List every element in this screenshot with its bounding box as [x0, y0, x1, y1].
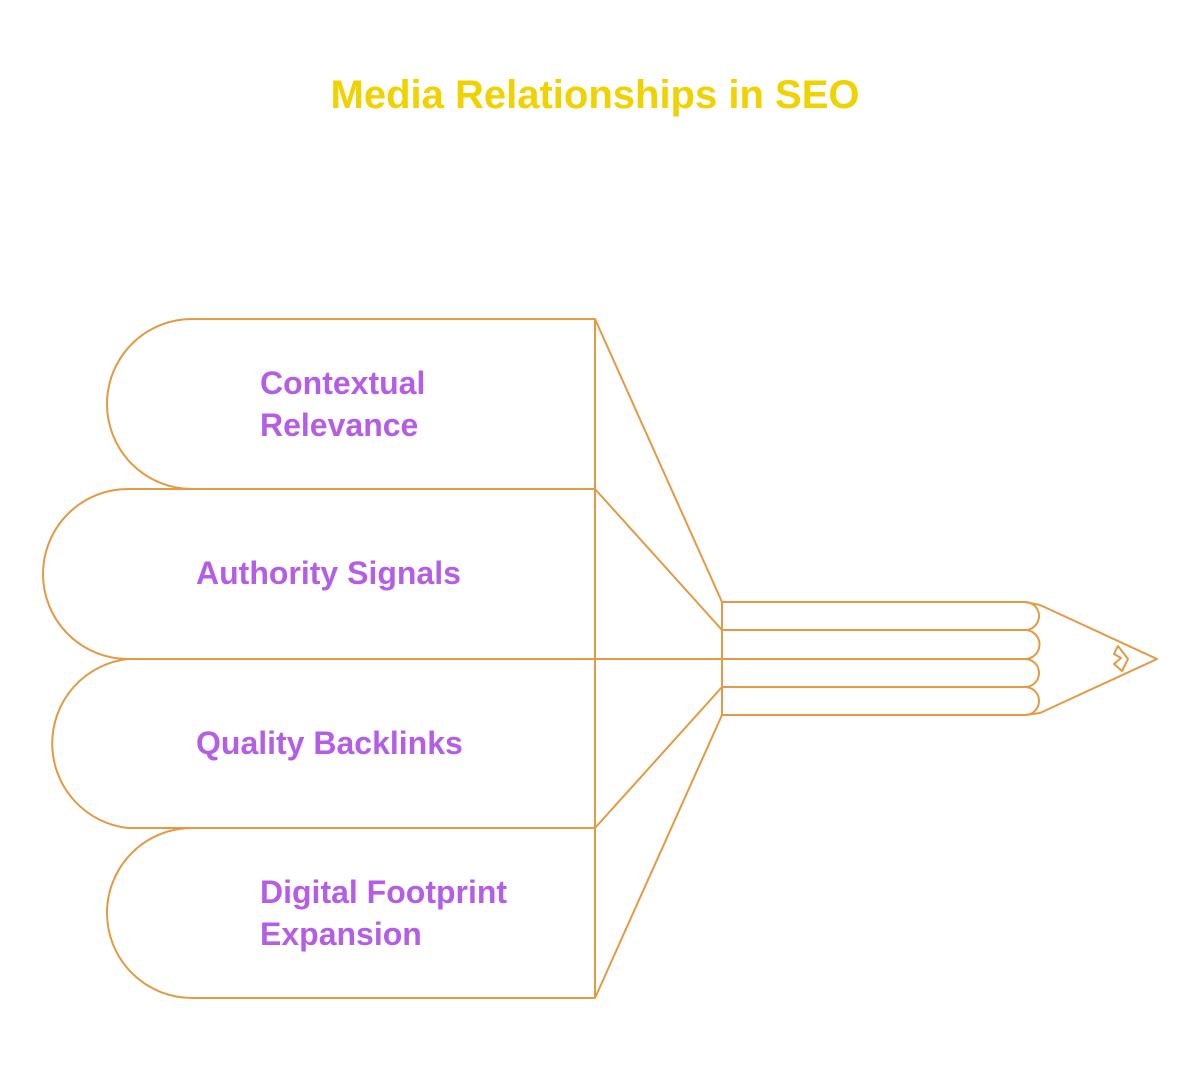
segment-label-contextual-relevance: Contextual Relevance [260, 362, 425, 446]
segment-shape-authority-signals [42, 488, 596, 660]
segment-shape-contextual-relevance [106, 318, 596, 490]
segment-label-line: Authority Signals [196, 555, 461, 591]
pencil-lead [1113, 645, 1129, 672]
pencil-body [721, 601, 1041, 716]
segment-label-line: Expansion [260, 916, 422, 952]
segment-label-line: Relevance [260, 407, 419, 443]
segment-label-line: Quality Backlinks [196, 725, 463, 761]
segment-label-authority-signals: Authority Signals [196, 552, 461, 594]
diagram-title: Media Relationships in SEO [330, 73, 860, 117]
connector-line-1 [594, 318, 723, 603]
connector-line-4 [594, 686, 723, 829]
pencil-tip [1024, 601, 1158, 716]
segment-shape-quality-backlinks [51, 658, 596, 829]
segment-label-quality-backlinks: Quality Backlinks [196, 722, 463, 764]
segment-label-digital-footprint-expansion: Digital Footprint Expansion [260, 871, 507, 955]
connector-line-2 [594, 488, 723, 631]
segment-shape-digital-footprint-expansion [106, 827, 596, 999]
segment-label-line: Contextual [260, 365, 426, 401]
segment-label-line: Digital Footprint [260, 874, 508, 910]
connector-line-5 [594, 714, 723, 999]
